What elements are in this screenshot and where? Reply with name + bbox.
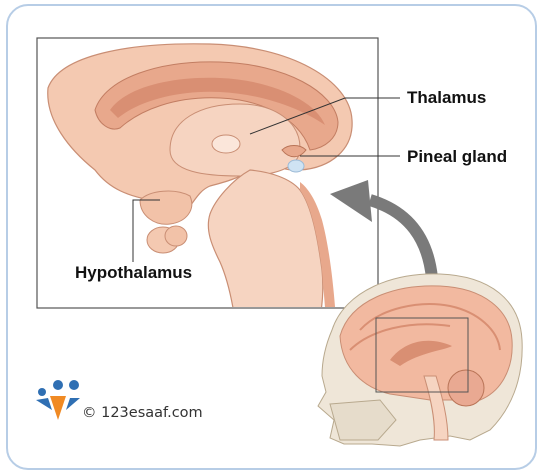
curved-arrow-icon [330,180,438,279]
hypothalamus-label: Hypothalamus [75,263,193,282]
thalamus-label: Thalamus [407,88,487,107]
pineal-gland-label: Pineal gland [407,147,508,166]
skull-illustration [317,273,523,447]
inset-panel [36,37,379,309]
copyright-credit: © 123esaaf.com [82,405,203,421]
leader-lines [132,97,400,262]
people-logo-icon [36,380,80,420]
thalamus-leader [249,97,400,135]
hypothalamus-leader [132,199,160,262]
